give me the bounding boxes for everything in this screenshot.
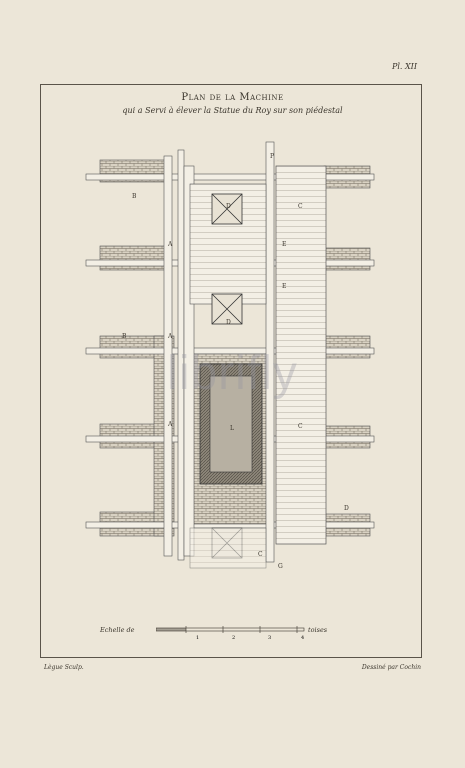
svg-text:1: 1 [196,635,199,640]
svg-text:2: 2 [232,635,235,640]
svg-text:D: D [344,505,349,512]
drawer-credit: Dessiné par Cochin [361,664,421,671]
plate-frame [40,84,422,658]
svg-text:P: P [270,153,274,160]
svg-text:A: A [167,241,173,248]
plate-subtitle: qui a Servi à élever la Statue du Roy su… [122,106,343,115]
scale-bar: Echelle de 1 2 3 4 toises [100,620,360,640]
watermark-text: librifly [167,347,298,400]
svg-text:B: B [122,333,127,340]
scale-unit: toises [308,626,328,634]
svg-text:E: E [282,241,286,248]
svg-text:B: B [132,193,137,200]
svg-text:G: G [278,563,283,570]
svg-text:A: A [167,421,173,428]
plate-title: Plan de la Machine [181,92,284,103]
engraver-credit: Lègue Sculp. [44,664,84,671]
svg-text:D: D [226,203,231,210]
svg-text:3: 3 [268,635,271,640]
svg-text:C: C [298,423,303,430]
plate-number: Pl. XII [391,62,417,71]
plank-platform [275,165,327,545]
svg-text:D: D [226,319,231,326]
svg-text:4: 4 [301,635,304,640]
svg-text:C: C [258,551,263,558]
svg-text:A: A [167,333,173,340]
svg-text:L: L [230,425,234,432]
vertical-posts [163,141,275,563]
machine-plan-drawing: B A P C D E E B A D L C A D C G [85,141,375,570]
plan-labels: B A P C D E E B A D L C A D C G [122,153,349,570]
scale-ruler: 1 2 3 4 [156,626,305,640]
svg-text:C: C [298,203,303,210]
svg-text:E: E [282,283,286,290]
scale-label: Echelle de [100,626,135,634]
